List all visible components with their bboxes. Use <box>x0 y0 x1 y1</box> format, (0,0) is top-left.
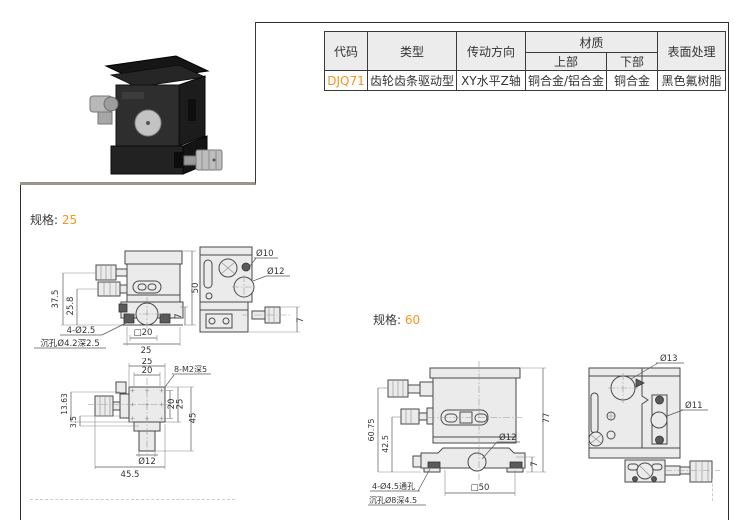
dim-7: 7 <box>174 313 184 318</box>
cell-material-lower: 铜合金 <box>606 70 659 91</box>
stage-base <box>110 135 208 175</box>
col-header-surface: 表面处理 <box>657 31 727 71</box>
dim-7: 7 <box>296 317 306 322</box>
dia-12: Ø12 <box>499 432 517 443</box>
dim-3-5: 3.5 <box>69 416 78 428</box>
dim-25: 25 <box>141 346 152 354</box>
spec60-label-value: 60 <box>404 313 421 327</box>
spec25-label-value: 25 <box>61 213 78 227</box>
dim-sq20: □20 <box>134 328 153 338</box>
callout-thru-holes: 4-Ø4.5通孔 <box>372 481 415 491</box>
drawing-25-bottom: 20 25 8-M2深5 20 25 45 13.63 3.5 Ø12 45.5 <box>60 358 211 480</box>
table-row: DJQ71 齿轮齿条驱动型 XY水平Z轴 铜合金/铝合金 铜合金 黑色氟树脂 <box>324 70 727 91</box>
dia-13: Ø13 <box>660 353 678 364</box>
page-border-top <box>20 22 729 23</box>
cell-code: DJQ71 <box>324 70 368 91</box>
product-photo <box>89 55 223 175</box>
drawing-25-side: Ø10 Ø12 7 <box>199 246 306 333</box>
dimension-lines <box>368 367 546 506</box>
xy-knobs <box>89 95 162 137</box>
dimension-lines <box>34 250 196 349</box>
cell-material-upper: 铜合金/铝合金 <box>525 70 608 91</box>
dim-37-5: 37.5 <box>51 290 61 309</box>
dim-25-8: 25.8 <box>66 297 76 316</box>
drawing-60-front: 60.75 42.5 77 7 Ø12 □50 4-Ø4.5通孔 沉孔Ø8深4.… <box>368 361 552 506</box>
dia-12: Ø12 <box>267 266 285 277</box>
dim-25-right: 25 <box>176 399 186 410</box>
dia-12: Ø12 <box>138 456 156 467</box>
page-border-right <box>728 22 729 520</box>
dim-13-63: 13.63 <box>60 393 69 415</box>
dim-sq50: □50 <box>471 483 490 493</box>
dimension-lines <box>630 362 708 417</box>
drawing-60-side: Ø13 Ø11 <box>588 353 720 483</box>
spec25-label-text: 规格: <box>30 213 59 227</box>
cell-direction: XY水平Z轴 <box>456 70 527 91</box>
col-header-material: 材质 <box>525 31 659 53</box>
col-header-material-lower: 下部 <box>606 52 659 71</box>
spec60-label: 规格: 60 <box>373 311 420 328</box>
dim-20-right: 20 <box>167 399 177 410</box>
col-header-direction: 传动方向 <box>456 31 527 71</box>
cell-type: 齿轮齿条驱动型 <box>366 70 458 91</box>
dim-7: 7 <box>530 461 540 466</box>
dimension-lines <box>249 257 300 333</box>
page-fold-dashed-line-vertical <box>712 479 713 501</box>
part-outline <box>199 246 291 333</box>
stage-body <box>115 75 206 147</box>
callout-holes: 4-Ø2.5 <box>67 325 96 336</box>
spec-table: 代码 类型 传动方向 材质 表面处理 上部 下部 DJQ71 齿轮齿条驱动型 X… <box>324 31 727 91</box>
dim-20-top: 20 <box>142 366 153 376</box>
dim-45: 45 <box>189 413 199 424</box>
dim-25-top: 25 <box>142 358 153 367</box>
col-header-type: 类型 <box>366 31 458 71</box>
page-border-left <box>20 22 21 520</box>
spec25-label: 规格: 25 <box>30 211 77 228</box>
dim-60-75: 60.75 <box>368 419 376 442</box>
centerlines <box>130 297 164 332</box>
dim-45-5: 45.5 <box>121 470 140 480</box>
drawing-25-front: 37.5 25.8 50 7 □20 25 4-Ø2.5 沉孔Ø4.2深2.5 <box>34 250 201 354</box>
part-outline <box>588 367 720 483</box>
dim-42-5: 42.5 <box>381 435 390 453</box>
page-fold-dashed-line <box>30 499 235 500</box>
dia-11: Ø11 <box>685 400 703 411</box>
callout-tapped-holes: 8-M2深5 <box>174 365 207 374</box>
spec60-label-text: 规格: <box>373 313 402 327</box>
callout-counterbore: 沉孔Ø8深4.5 <box>369 495 417 505</box>
dimension-lines <box>70 363 211 469</box>
dim-50: 50 <box>191 283 201 294</box>
product-photo-box <box>20 22 256 185</box>
z-knob <box>183 149 223 171</box>
cell-surface: 黑色氟树脂 <box>657 70 727 91</box>
dim-77: 77 <box>542 413 552 424</box>
part-outline <box>88 378 170 454</box>
callout-counterbore: 沉孔Ø4.2深2.5 <box>40 338 99 349</box>
dia-10: Ø10 <box>256 248 274 259</box>
col-header-code: 代码 <box>324 31 368 71</box>
col-header-material-upper: 上部 <box>525 52 608 71</box>
part-outline <box>387 361 526 480</box>
